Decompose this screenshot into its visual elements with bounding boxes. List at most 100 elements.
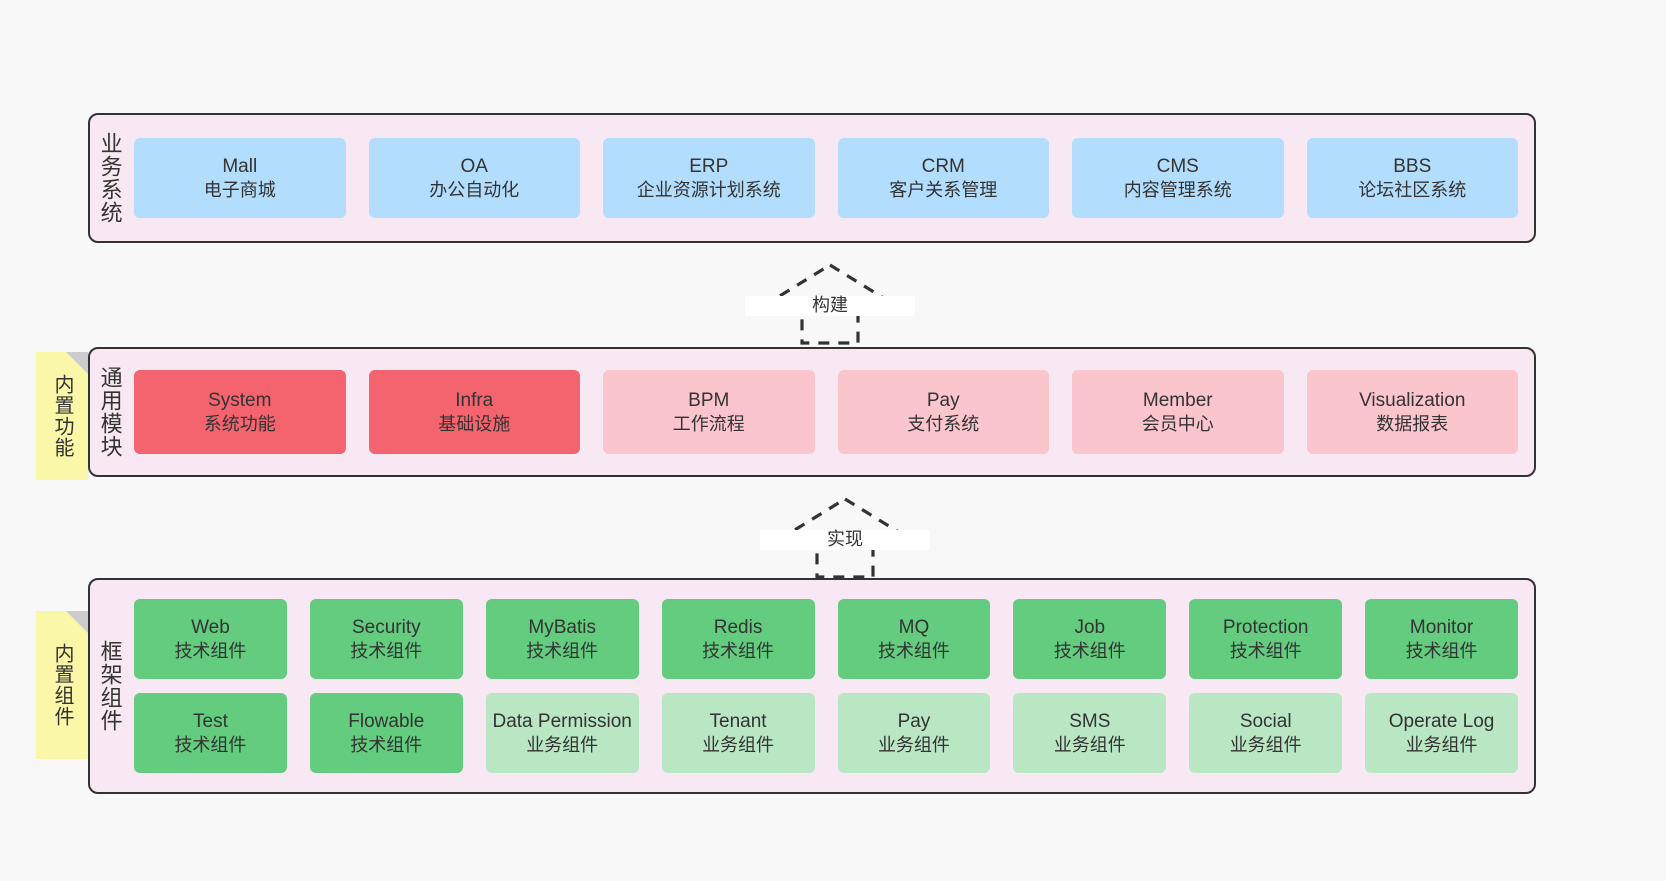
card-mq[interactable]: MQ 技术组件 bbox=[837, 599, 991, 679]
card-job-cn: 技术组件 bbox=[1053, 640, 1126, 661]
card-test-cn: 技术组件 bbox=[174, 734, 247, 755]
card-crm-en: CRM bbox=[921, 155, 965, 177]
connector-implement-icon bbox=[774, 497, 916, 579]
card-monitor-cn: 技术组件 bbox=[1405, 640, 1478, 661]
framework-biz-row: Test 技术组件 Flowable 技术组件 Data Permission … bbox=[134, 693, 1518, 773]
card-redis[interactable]: Redis 技术组件 bbox=[661, 599, 815, 679]
panel-common-module: 通用模块 System 系统功能 Infra 基础设施 BPM 工作流程 Pay bbox=[88, 347, 1536, 477]
card-security-en: Security bbox=[351, 616, 421, 638]
card-mybatis-cn: 技术组件 bbox=[526, 640, 599, 661]
card-mall-en: Mall bbox=[222, 155, 258, 177]
card-oa-cn: 办公自动化 bbox=[429, 179, 520, 200]
card-bbs[interactable]: BBS 论坛社区系统 bbox=[1306, 138, 1518, 218]
card-visualization-en: Visualization bbox=[1359, 389, 1466, 411]
card-cms-en: CMS bbox=[1156, 155, 1199, 177]
card-mall-cn: 电子商城 bbox=[203, 179, 276, 200]
panel-framework-label: 框架组件 bbox=[97, 640, 123, 732]
card-member[interactable]: Member 会员中心 bbox=[1072, 370, 1284, 454]
card-bbs-cn: 论坛社区系统 bbox=[1358, 179, 1467, 200]
card-erp[interactable]: ERP 企业资源计划系统 bbox=[603, 138, 815, 218]
card-bpm[interactable]: BPM 工作流程 bbox=[603, 370, 815, 454]
card-mq-cn: 技术组件 bbox=[877, 640, 950, 661]
card-mq-en: MQ bbox=[898, 616, 930, 638]
card-tenant[interactable]: Tenant 业务组件 bbox=[661, 693, 815, 773]
card-mybatis-en: MyBatis bbox=[528, 616, 596, 638]
card-security[interactable]: Security 技术组件 bbox=[309, 599, 463, 679]
card-visualization-cn: 数据报表 bbox=[1376, 413, 1449, 434]
card-social[interactable]: Social 业务组件 bbox=[1189, 693, 1343, 773]
card-operate-log-en: Operate Log bbox=[1388, 710, 1495, 732]
card-monitor[interactable]: Monitor 技术组件 bbox=[1365, 599, 1518, 679]
card-redis-cn: 技术组件 bbox=[702, 640, 775, 661]
card-system-en: System bbox=[208, 389, 272, 411]
framework-tech-row: Web 技术组件 Security 技术组件 MyBatis 技术组件 Redi… bbox=[134, 599, 1518, 679]
card-pay-component-en: Pay bbox=[897, 710, 931, 732]
card-social-en: Social bbox=[1239, 710, 1292, 732]
card-erp-cn: 企业资源计划系统 bbox=[636, 179, 781, 200]
card-redis-en: Redis bbox=[713, 616, 763, 638]
card-bpm-en: BPM bbox=[688, 389, 730, 411]
card-data-permission-cn: 业务组件 bbox=[526, 734, 599, 755]
card-mall[interactable]: Mall 电子商城 bbox=[134, 138, 346, 218]
card-sms-en: SMS bbox=[1069, 710, 1111, 732]
business-card-row: Mall 电子商城 OA 办公自动化 ERP 企业资源计划系统 CRM 客户关系… bbox=[134, 138, 1518, 218]
card-bbs-en: BBS bbox=[1393, 155, 1432, 177]
connector-implement: 实现 bbox=[760, 489, 930, 584]
panel-framework-component: 框架组件 Web 技术组件 Security 技术组件 MyBatis 技术组件… bbox=[88, 578, 1536, 794]
card-sms[interactable]: SMS 业务组件 bbox=[1013, 693, 1167, 773]
card-test[interactable]: Test 技术组件 bbox=[134, 693, 287, 773]
card-pay-component-cn: 业务组件 bbox=[877, 734, 950, 755]
card-data-permission-en: Data Permission bbox=[492, 710, 632, 732]
card-job[interactable]: Job 技术组件 bbox=[1013, 599, 1167, 679]
panel-business-body: Mall 电子商城 OA 办公自动化 ERP 企业资源计划系统 CRM 客户关系… bbox=[130, 115, 1534, 241]
card-crm[interactable]: CRM 客户关系管理 bbox=[837, 138, 1049, 218]
card-cms-cn: 内容管理系统 bbox=[1123, 179, 1232, 200]
card-web[interactable]: Web 技术组件 bbox=[134, 599, 287, 679]
panel-module-label: 通用模块 bbox=[97, 366, 123, 458]
card-member-en: Member bbox=[1142, 389, 1213, 411]
sticky-note-builtin-function-label: 内置功能 bbox=[51, 374, 73, 458]
card-flowable-cn: 技术组件 bbox=[350, 734, 423, 755]
module-card-row: System 系统功能 Infra 基础设施 BPM 工作流程 Pay 支付系统… bbox=[134, 370, 1518, 454]
card-social-cn: 业务组件 bbox=[1229, 734, 1302, 755]
panel-business-system: 业务系统 Mall 电子商城 OA 办公自动化 ERP 企业资源计划系统 CRM bbox=[88, 113, 1536, 243]
connector-build: 构建 bbox=[745, 255, 915, 350]
sticky-note-builtin-component: 内置组件 bbox=[36, 611, 88, 759]
card-tenant-en: Tenant bbox=[709, 710, 767, 732]
card-protection-cn: 技术组件 bbox=[1229, 640, 1302, 661]
card-pay-module[interactable]: Pay 支付系统 bbox=[837, 370, 1049, 454]
card-bpm-cn: 工作流程 bbox=[672, 413, 745, 434]
sticky-note-builtin-component-label: 内置组件 bbox=[51, 643, 73, 727]
sticky-note-builtin-function: 内置功能 bbox=[36, 352, 88, 480]
card-crm-cn: 客户关系管理 bbox=[889, 179, 998, 200]
connector-build-icon bbox=[759, 263, 901, 345]
card-infra[interactable]: Infra 基础设施 bbox=[368, 370, 580, 454]
card-system[interactable]: System 系统功能 bbox=[134, 370, 346, 454]
card-erp-en: ERP bbox=[689, 155, 729, 177]
card-infra-cn: 基础设施 bbox=[438, 413, 511, 434]
card-security-cn: 技术组件 bbox=[350, 640, 423, 661]
card-data-permission[interactable]: Data Permission 业务组件 bbox=[485, 693, 639, 773]
card-monitor-en: Monitor bbox=[1409, 616, 1474, 638]
card-protection[interactable]: Protection 技术组件 bbox=[1189, 599, 1343, 679]
card-operate-log-cn: 业务组件 bbox=[1405, 734, 1478, 755]
card-operate-log[interactable]: Operate Log 业务组件 bbox=[1365, 693, 1518, 773]
card-mybatis[interactable]: MyBatis 技术组件 bbox=[485, 599, 639, 679]
card-flowable[interactable]: Flowable 技术组件 bbox=[309, 693, 463, 773]
card-test-en: Test bbox=[193, 710, 228, 732]
card-oa[interactable]: OA 办公自动化 bbox=[368, 138, 580, 218]
card-job-en: Job bbox=[1074, 616, 1106, 638]
card-cms[interactable]: CMS 内容管理系统 bbox=[1072, 138, 1284, 218]
card-pay-component[interactable]: Pay 业务组件 bbox=[837, 693, 991, 773]
card-sms-cn: 业务组件 bbox=[1053, 734, 1126, 755]
card-visualization[interactable]: Visualization 数据报表 bbox=[1306, 370, 1518, 454]
card-member-cn: 会员中心 bbox=[1141, 413, 1214, 434]
card-web-cn: 技术组件 bbox=[174, 640, 247, 661]
card-infra-en: Infra bbox=[455, 389, 494, 411]
card-protection-en: Protection bbox=[1222, 616, 1309, 638]
card-pay-module-en: Pay bbox=[926, 389, 960, 411]
card-oa-en: OA bbox=[460, 155, 488, 177]
card-pay-module-cn: 支付系统 bbox=[907, 413, 980, 434]
card-flowable-en: Flowable bbox=[348, 710, 425, 732]
